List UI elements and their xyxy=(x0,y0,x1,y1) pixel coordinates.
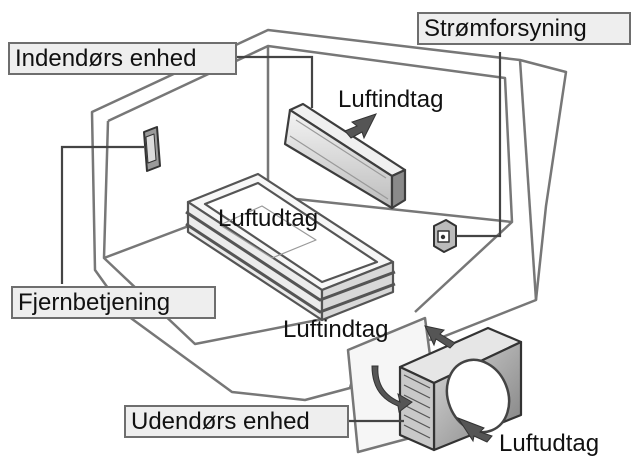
power-supply-box xyxy=(433,219,457,253)
outdoor-side-intake-arrow xyxy=(371,365,413,413)
leader-lines xyxy=(60,52,502,423)
label-indoor-outlet: Luftudtag xyxy=(218,205,319,232)
outdoor-outlet-arrow xyxy=(456,416,493,443)
indoor-unit-leader xyxy=(236,55,314,108)
airflow-arrows xyxy=(344,113,493,443)
label-outdoor-outlet: Luftudtag xyxy=(499,430,600,457)
outdoor-intake-arrow xyxy=(424,325,456,349)
remote-control-leader xyxy=(60,145,144,284)
power-supply-leader xyxy=(456,52,502,238)
callout-outdoor-unit: Udendørs enhed xyxy=(124,405,349,438)
label-indoor-intake: Luftindtag xyxy=(338,86,444,113)
outdoor-unit xyxy=(398,326,523,452)
callout-remote-control: Fjernbetjening xyxy=(11,286,216,319)
remote-control xyxy=(143,126,161,172)
indoor-unit xyxy=(283,102,407,210)
callout-power-supply: Strømforsyning xyxy=(417,12,631,45)
floor-outlet-frame xyxy=(185,172,396,322)
label-outdoor-intake: Luftindtag xyxy=(283,316,389,343)
indoor-intake-arrow xyxy=(344,113,377,140)
callout-indoor-unit: Indendørs enhed xyxy=(8,42,237,75)
